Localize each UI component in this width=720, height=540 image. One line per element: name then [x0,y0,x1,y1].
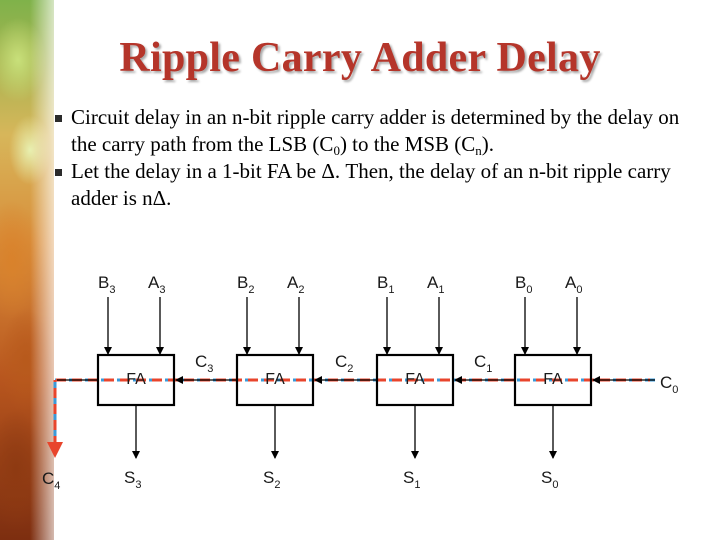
slide-title: Ripple Carry Adder Delay [119,35,601,81]
sum-output-label: S1 [403,468,420,491]
input-a-label: A2 [287,273,304,296]
full-adder-label: FA [265,371,285,388]
sum-output-label: S3 [124,468,141,491]
full-adder-label: FA [126,371,146,388]
input-b-label: B0 [515,273,532,296]
input-b-label: B2 [237,273,254,296]
carry-label: C3 [195,352,213,375]
full-adder-label: FA [543,371,563,388]
carry-out-arrow-icon [47,442,63,458]
carry-in-label: C0 [660,373,678,396]
full-adder-label: FA [405,371,425,388]
bullet-item-2: Let the delay in a 1-bit FA be Δ. Then, … [54,158,694,212]
square-bullet-icon [55,115,62,122]
input-a-label: A0 [565,273,582,296]
sum-output-label: S2 [263,468,280,491]
square-bullet-icon [55,169,62,176]
carry-out-label: C4 [42,469,60,492]
input-a-label: A3 [148,273,165,296]
sum-output-label: S0 [541,468,558,491]
carry-label: C1 [474,352,492,375]
input-a-label: A1 [427,273,444,296]
input-b-label: B1 [377,273,394,296]
input-b-label: B3 [98,273,115,296]
bullet-list: Circuit delay in an n-bit ripple carry a… [54,104,694,212]
bullet-text: Circuit delay in an n-bit ripple carry a… [71,105,680,158]
bullet-text: Let the delay in a 1-bit FA be Δ. Then, … [71,159,671,210]
carry-label: C2 [335,352,353,375]
decorative-side-fade [30,0,70,540]
bullet-item-1: Circuit delay in an n-bit ripple carry a… [54,104,694,158]
